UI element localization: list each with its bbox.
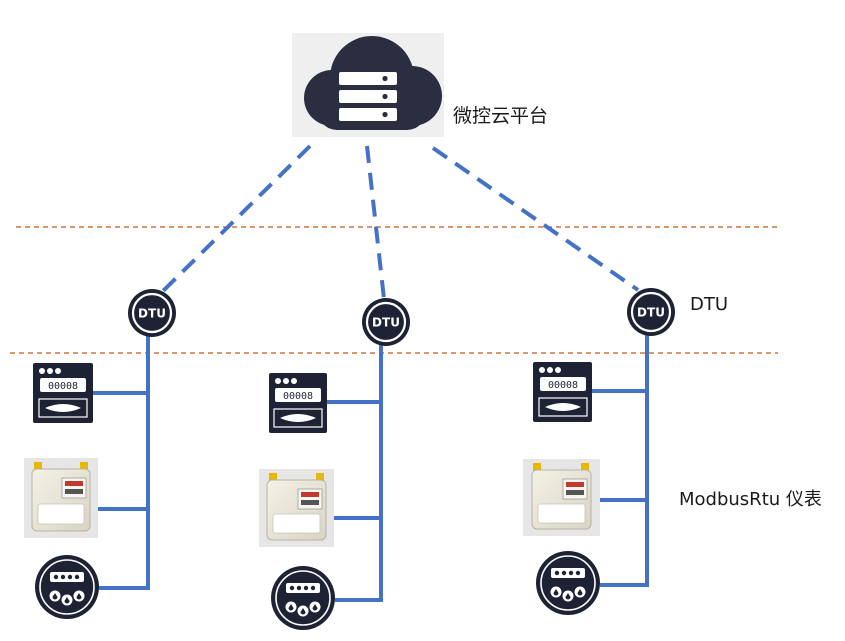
dtu-layer-label: DTU <box>690 294 729 315</box>
electric-meter-counter: 00008 <box>48 381 78 392</box>
server-icon <box>339 72 397 121</box>
dtu-left: DTU <box>128 289 176 337</box>
cloud-platform-label: 微控云平台 <box>453 105 549 127</box>
dtu-right-text: DTU <box>637 306 665 320</box>
gas-meter-left <box>24 458 98 538</box>
bus-right <box>592 334 649 587</box>
water-meter-right <box>536 551 600 615</box>
electric-meter-counter: 00008 <box>548 380 578 391</box>
gas-meter-right <box>523 459 600 536</box>
bus-left <box>93 336 150 590</box>
water-meter-center <box>271 566 335 630</box>
dtu-left-text: DTU <box>138 307 166 321</box>
gas-meter-center <box>259 469 334 547</box>
water-meter-left <box>35 555 99 619</box>
cloud-link-left <box>161 144 312 293</box>
bus-center <box>327 344 383 602</box>
cloud-link-center <box>365 145 386 300</box>
electric-meter-counter: 00008 <box>283 391 313 402</box>
cloud-link-right <box>431 146 640 292</box>
electric-meter-left: 00008 <box>33 363 93 423</box>
dtu-center-text: DTU <box>372 316 400 330</box>
electric-meter-center: 00008 <box>269 373 327 433</box>
electric-meter-right: 00008 <box>533 362 592 422</box>
dtu-right: DTU <box>627 288 675 336</box>
dtu-center: DTU <box>362 298 410 346</box>
meter-layer-label: ModbusRtu 仪表 <box>679 489 822 510</box>
